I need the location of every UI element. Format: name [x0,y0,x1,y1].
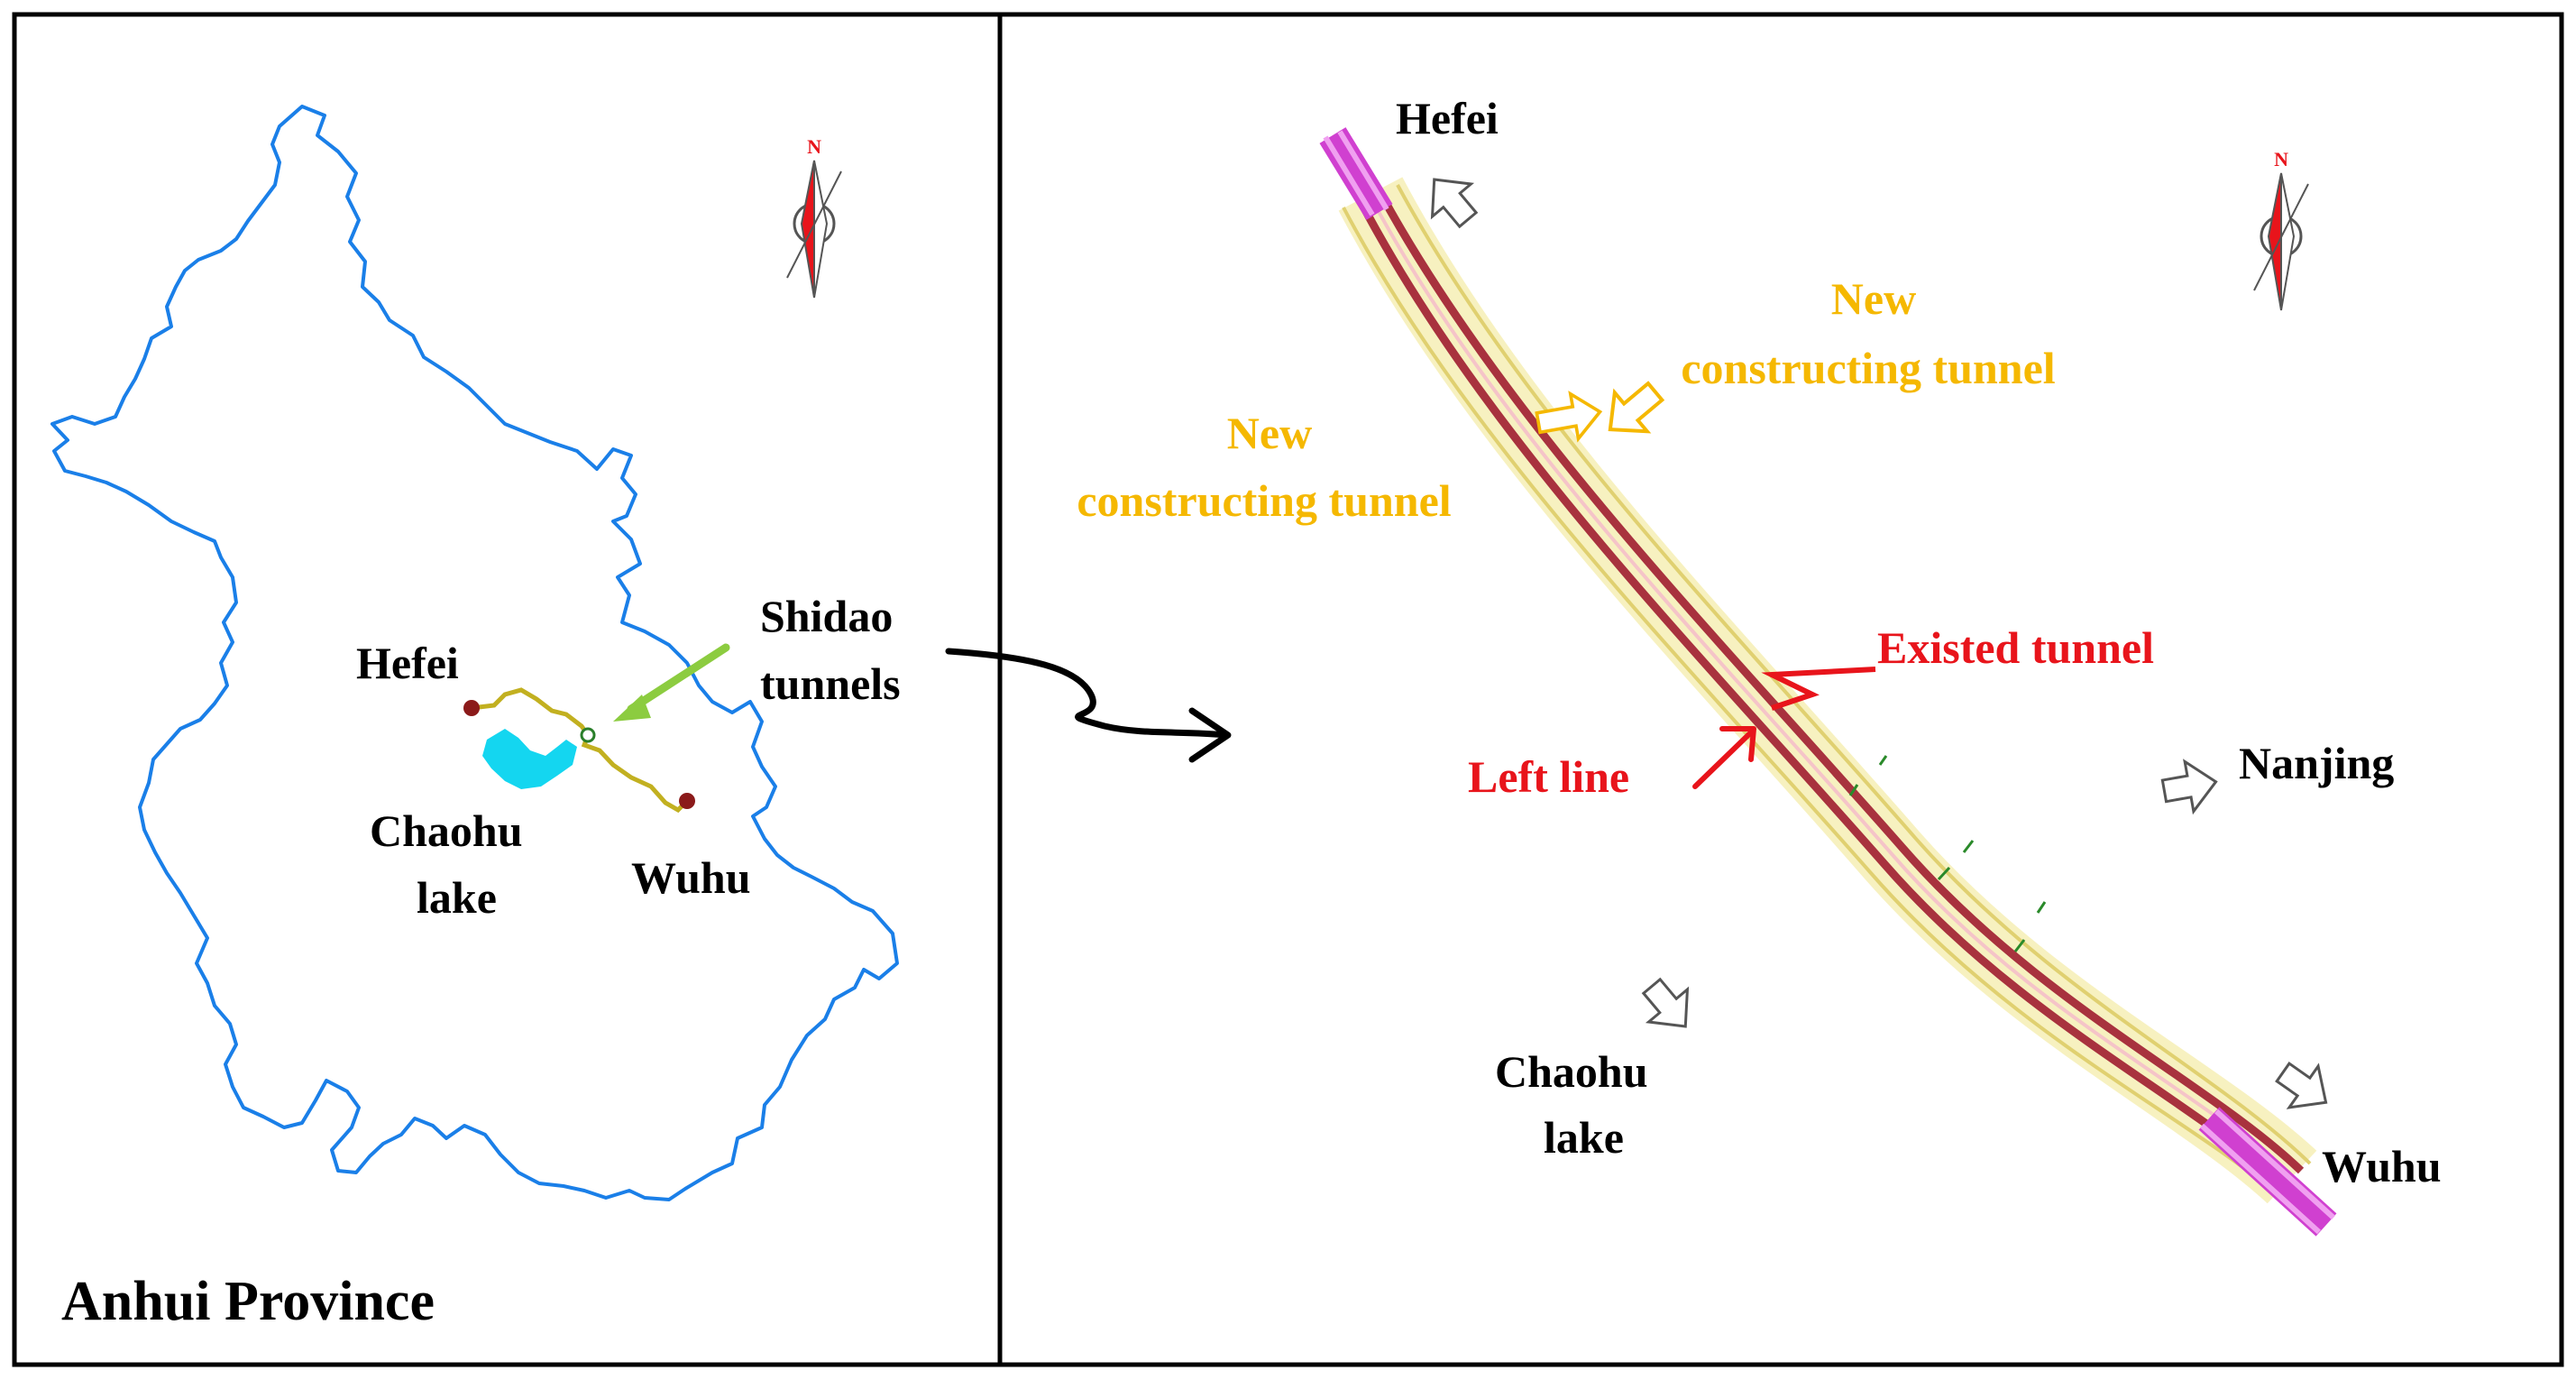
city-dot-hefei [463,700,480,716]
label-existed-tunnel: Existed tunnel [1877,622,2154,673]
tunnel-alignment [1319,127,2337,1237]
city-dot-wuhu [679,793,695,809]
compass-icon: N [786,135,842,299]
label-chaohu-line2: lake [1544,1112,1624,1163]
label-chaohu-line1: Chaohu [370,805,523,856]
direction-arrow-icon [1430,178,1479,229]
connector-arrowhead [1188,707,1232,763]
existed-tunnel-pointer [1761,667,1876,711]
pointer-arrow [613,643,730,722]
label-new-tunnel-left-line2: constructing tunnel [1077,475,1451,526]
label-tunnels-line2: tunnels [760,658,901,709]
tunnel-location-marker [580,727,596,743]
connector-arrow [945,648,1230,739]
label-left-line: Left line [1468,751,1629,802]
new-tunnel-arrow-icon [1535,391,1603,443]
panel-title: Anhui Province [61,1271,435,1332]
compass-letter: N [2274,148,2288,170]
compass-letter: N [807,135,821,158]
label-tunnels-line1: Shidao [760,591,893,641]
label-wuhu: Wuhu [631,852,751,903]
label-hefei: Hefei [356,638,459,688]
new-tunnel-arrow-icon [1608,381,1665,434]
label-chaohu-line2: lake [417,872,497,923]
lake-shape [482,729,577,789]
label-hefei: Hefei [1396,93,1499,143]
label-new-tunnel-right-line1: New [1831,273,1916,324]
label-wuhu: Wuhu [2322,1141,2442,1191]
left-panel-frame [12,12,1003,1367]
label-new-tunnel-left-line1: New [1227,408,1312,458]
left-panel: N Hefei Chaohu lake Wuhu Shidao tunnels … [50,105,1232,1332]
direction-arrow-icon [2160,759,2218,815]
direction-arrow-icon [1641,977,1690,1028]
label-new-tunnel-right-line2: constructing tunnel [1681,343,2055,393]
province-boundary [50,105,899,1201]
direction-arrow-icon [2275,1062,2328,1109]
right-panel: N Hefei Nanjing Chaohu l [1077,93,2442,1237]
label-nanjing: Nanjing [2239,738,2394,788]
left-line-pointer [1692,726,1756,789]
label-chaohu-line1: Chaohu [1495,1046,1648,1097]
compass-icon: N [2253,148,2309,311]
